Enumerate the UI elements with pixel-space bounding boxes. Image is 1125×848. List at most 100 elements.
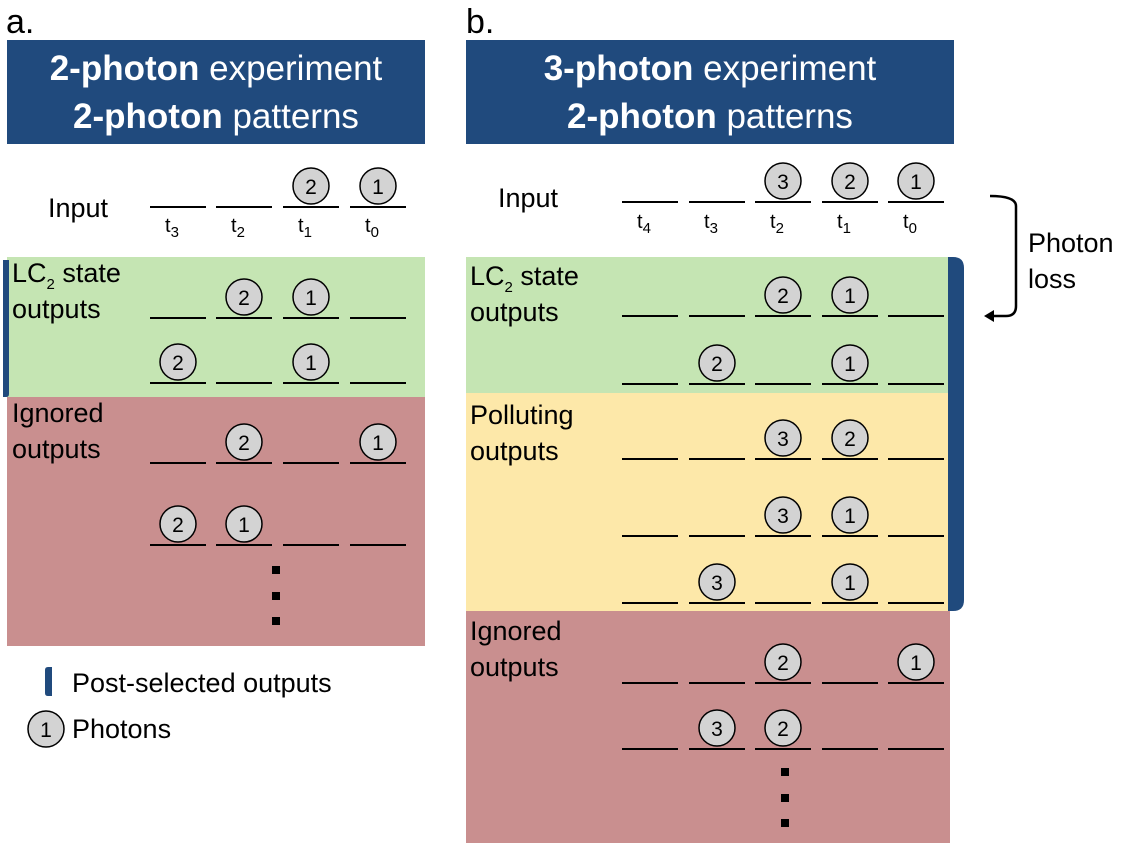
- panel-a: a. 2-photon experiment 2-photon patterns…: [3, 3, 425, 646]
- panel-b-ignored-label-line2: outputs: [470, 652, 559, 682]
- output-slot: 2: [216, 278, 272, 319]
- output-slot: 1: [350, 423, 406, 464]
- photon-1: [831, 563, 869, 601]
- time-bin-label: t1: [837, 211, 851, 237]
- output-slot: 3: [689, 709, 745, 750]
- panel-b-lc2-label-line1: LC2 state: [470, 261, 579, 296]
- photon-2: [292, 167, 330, 205]
- photon-3: [764, 496, 802, 534]
- photon-3-label: 3: [777, 505, 789, 528]
- panel-a-lc2-label-line2: outputs: [12, 294, 101, 324]
- photon-2: [698, 344, 736, 382]
- photon-loss-label-line2: loss: [1028, 264, 1076, 294]
- input-slot: t4: [622, 201, 678, 237]
- ellipsis-dot: [781, 794, 789, 802]
- ellipsis-dot: [272, 617, 280, 625]
- output-slot: 2: [150, 343, 206, 384]
- input-slot: 2t1: [283, 167, 339, 241]
- photon-2: [225, 423, 263, 461]
- output-slot: 1: [283, 343, 339, 384]
- post-selected-legend-label: Post-selected outputs: [72, 668, 332, 698]
- output-slot: 1: [216, 505, 272, 546]
- panel-b-title-box: [466, 40, 954, 144]
- ellipsis-dot: [272, 592, 280, 600]
- ellipsis-dot: [781, 768, 789, 776]
- panel-a-title-line2: 2-photon patterns: [73, 97, 359, 136]
- photon-2-label: 2: [777, 285, 789, 308]
- panel-b-input-label: Input: [498, 183, 559, 213]
- output-slot: 1: [822, 563, 878, 604]
- photon-1-label: 1: [372, 176, 384, 199]
- photon-1: [897, 643, 935, 681]
- photon-2-label: 2: [238, 287, 250, 310]
- panel-a-post-select-bar: [3, 260, 9, 397]
- photon-2-label: 2: [238, 432, 250, 455]
- photon-3-label: 3: [711, 572, 723, 595]
- photon-1-label: 1: [372, 432, 384, 455]
- panel-a-lc2-section: [7, 257, 425, 397]
- output-slot: 2: [755, 709, 811, 750]
- panel-b-lc2-label-line2: outputs: [470, 297, 559, 327]
- photon-1-label: 1: [844, 572, 856, 595]
- output-slot: 1: [822, 276, 878, 317]
- photon-3: [764, 162, 802, 200]
- photon-1: [292, 343, 330, 381]
- photon-1-label: 1: [910, 652, 922, 675]
- photon-2: [831, 419, 869, 457]
- photon-1: [359, 423, 397, 461]
- time-bin-label: t4: [637, 211, 651, 237]
- photon-2-label: 2: [777, 718, 789, 741]
- photon-1-label: 1: [844, 285, 856, 308]
- photon-1: [292, 278, 330, 316]
- panel-b-title-line1: 3-photon experiment: [544, 49, 877, 88]
- legend: Post-selected outputs 1 Photons: [27, 667, 332, 748]
- photon-2-label: 2: [305, 176, 317, 199]
- input-slot: t2: [216, 206, 272, 241]
- photon-1: [831, 276, 869, 314]
- photon-loss-bracket: [988, 194, 1018, 318]
- photon-legend-symbol: [27, 710, 65, 748]
- input-slot: 3t2: [755, 162, 811, 237]
- output-slot: 1: [888, 643, 944, 684]
- photon-2: [764, 276, 802, 314]
- photon-2-label: 2: [172, 514, 184, 537]
- output-slot: 1: [822, 344, 878, 385]
- time-bin-label: t0: [903, 211, 917, 237]
- panel-a-letter: a.: [6, 3, 34, 41]
- photon-2: [831, 162, 869, 200]
- photon-legend-symbol-label: 1: [40, 719, 52, 742]
- photon-1: [897, 162, 935, 200]
- photon-2-label: 2: [172, 352, 184, 375]
- photon-3: [698, 709, 736, 747]
- photon-1-label: 1: [305, 352, 317, 375]
- output-slot: 3: [689, 563, 745, 604]
- photon-1-label: 1: [305, 287, 317, 310]
- panel-b-polluting-label-line2: outputs: [470, 436, 559, 466]
- time-bin-label: t0: [365, 215, 379, 241]
- post-selected-legend-swatch: [45, 667, 52, 696]
- time-bin-label: t2: [231, 215, 245, 241]
- panel-b: b. 3-photon experiment 2-photon patterns…: [466, 3, 1114, 843]
- input-slot: 1 t0: [350, 167, 406, 241]
- photons-legend-label: Photons: [72, 714, 171, 744]
- input-slot: t3: [150, 206, 206, 241]
- output-slot: 3: [755, 419, 811, 460]
- photon-2: [764, 643, 802, 681]
- photon-1-label: 1: [844, 353, 856, 376]
- time-bin-label: t2: [770, 211, 784, 237]
- photon-1: [831, 496, 869, 534]
- panel-b-title-line2: 2-photon patterns: [567, 97, 853, 136]
- output-slot: 2: [822, 419, 878, 460]
- output-slot: 1: [283, 278, 339, 319]
